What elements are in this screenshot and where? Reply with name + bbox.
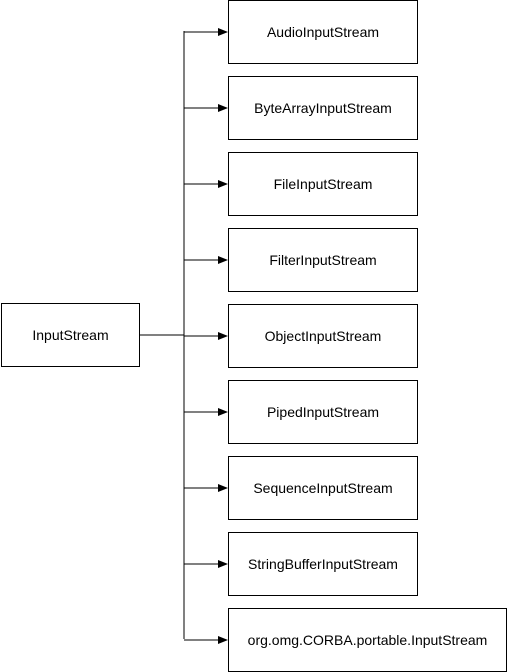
child-node: AudioInputStream: [228, 0, 418, 64]
connector-lines: [140, 28, 228, 644]
child-node-label: PipedInputStream: [266, 404, 380, 420]
child-node: ByteArrayInputStream: [228, 76, 418, 140]
child-node: PipedInputStream: [228, 380, 418, 444]
child-node: ObjectInputStream: [228, 304, 418, 368]
child-node-label: AudioInputStream: [266, 24, 380, 40]
root-node-inputstream: InputStream: [1, 303, 140, 367]
child-node: org.omg.CORBA.portable.InputStream: [228, 608, 507, 672]
child-node: SequenceInputStream: [228, 456, 418, 520]
child-node-label: FilterInputStream: [269, 252, 377, 268]
child-node-label: org.omg.CORBA.portable.InputStream: [247, 632, 488, 648]
child-node-label: ByteArrayInputStream: [254, 100, 392, 116]
child-node-label: SequenceInputStream: [253, 480, 393, 496]
root-node-label: InputStream: [32, 327, 109, 343]
child-node-label: ObjectInputStream: [264, 328, 382, 344]
child-node-label: FileInputStream: [273, 176, 373, 192]
child-node-label: StringBufferInputStream: [248, 556, 398, 572]
child-node: FilterInputStream: [228, 228, 418, 292]
child-node: StringBufferInputStream: [228, 532, 418, 596]
child-node: FileInputStream: [228, 152, 418, 216]
